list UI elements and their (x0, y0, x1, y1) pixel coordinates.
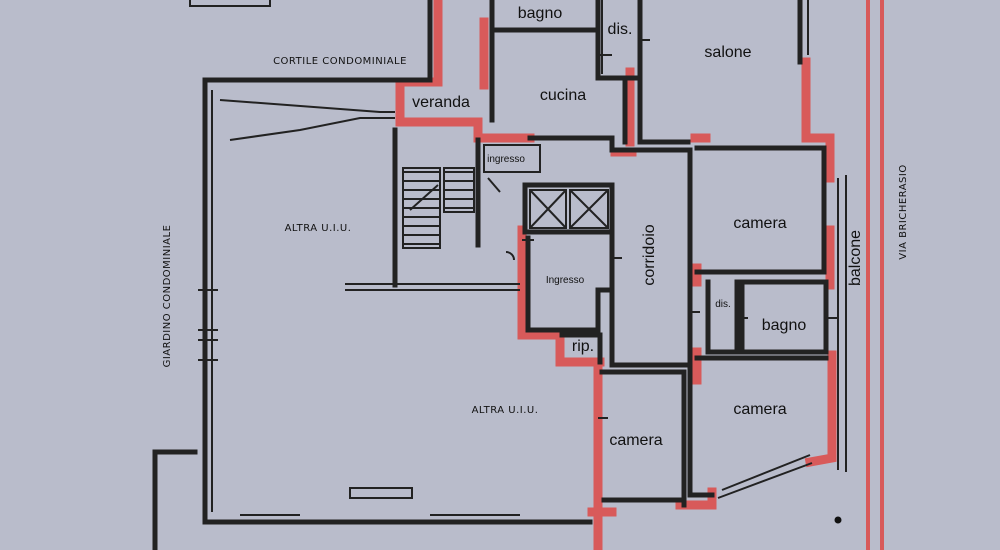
label-camera-lower: camera (733, 401, 786, 418)
label-dis-mid: dis. (715, 299, 731, 310)
highlighted-unit-perimeter (395, 0, 837, 550)
label-corridoio: corridoio (641, 224, 658, 285)
label-bagno-mid: bagno (762, 317, 807, 334)
label-cucina: cucina (540, 87, 586, 104)
label-veranda: veranda (412, 94, 470, 111)
label-altra-uiu-lower: ALTRA U.I.U. (472, 405, 539, 416)
label-camera-upper: camera (733, 215, 786, 232)
street-lines (866, 0, 884, 550)
label-via: VIA BRICHERASIO (898, 164, 909, 259)
label-giardino: GIARDINO CONDOMINIALE (162, 225, 173, 368)
label-ingresso: Ingresso (546, 275, 585, 286)
label-dis-top: dis. (608, 21, 633, 38)
label-bagno-top: bagno (518, 5, 563, 22)
label-camera-bottom: camera (609, 432, 662, 449)
walls (152, 0, 847, 550)
elevator-box (522, 182, 615, 235)
label-altra-uiu-upper: ALTRA U.I.U. (285, 223, 352, 234)
label-ingresso-small: ingresso (487, 154, 525, 165)
label-cortile: CORTILE CONDOMINIALE (273, 56, 407, 67)
label-rip: rip. (572, 338, 594, 355)
label-salone: salone (704, 44, 751, 61)
survey-dot (834, 516, 842, 524)
staircase (402, 167, 475, 249)
label-balcone: balcone (847, 230, 864, 286)
room-labels: bagno dis. salone CORTILE CONDOMINIALE v… (162, 5, 909, 449)
